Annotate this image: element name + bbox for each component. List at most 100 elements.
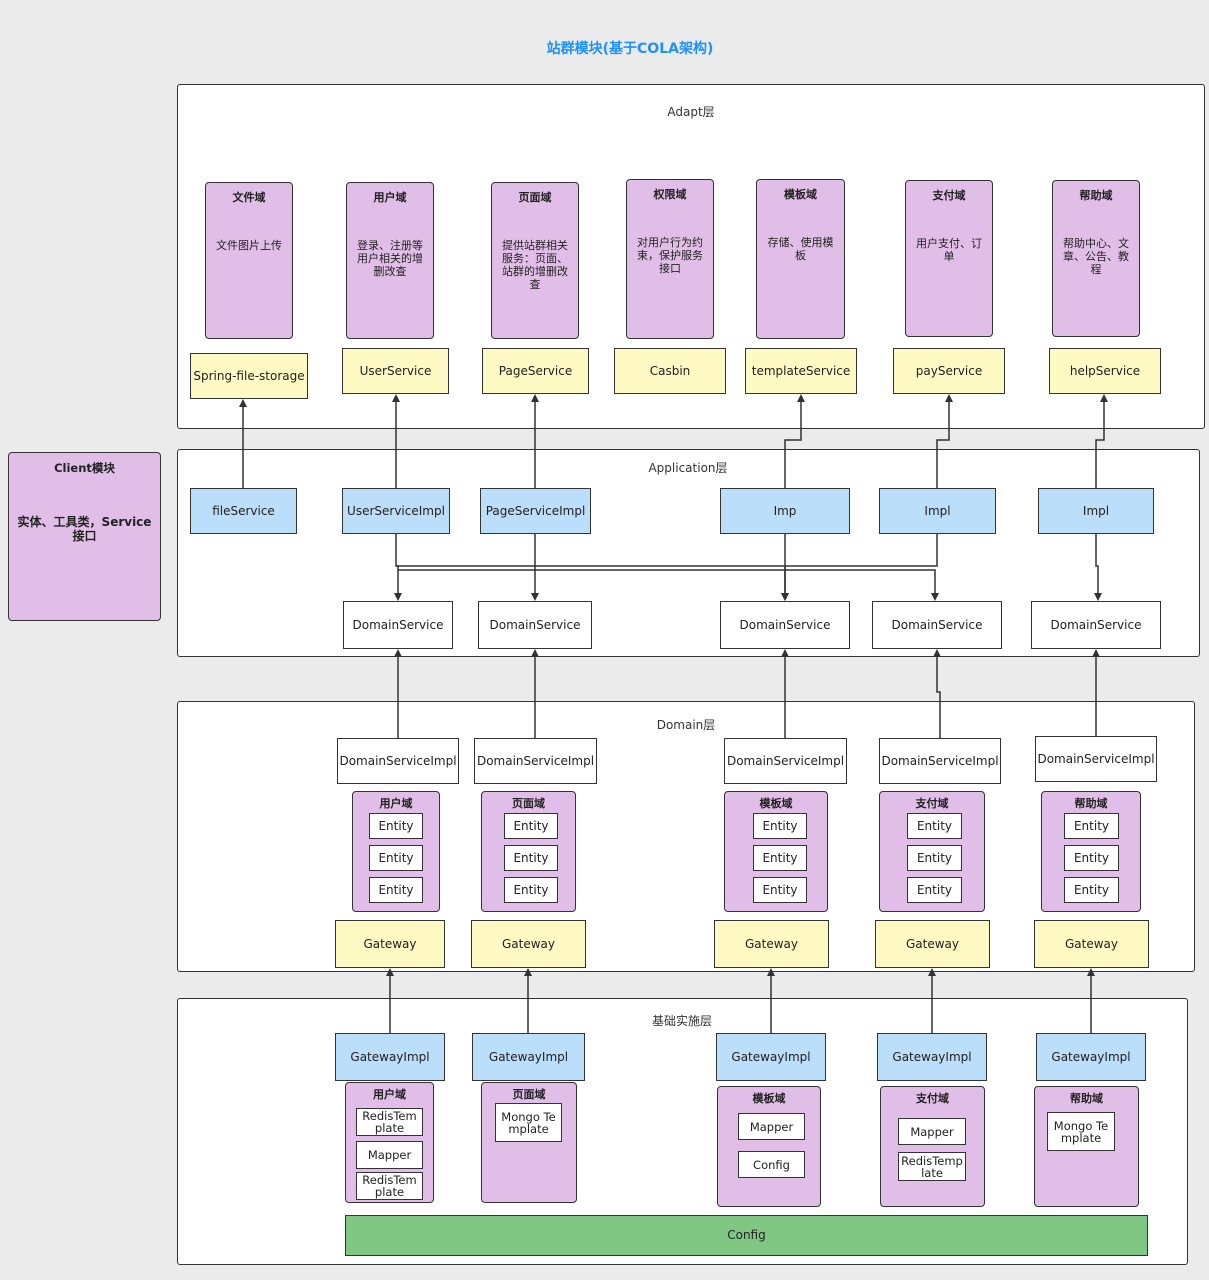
entity-box: Entity: [753, 845, 807, 871]
client-module-title: Client模块: [54, 461, 115, 475]
connector-line: [1094, 534, 1102, 601]
domain-group-title: 模板域: [759, 797, 793, 810]
gateway-impl-box: GatewayImpl: [472, 1033, 585, 1081]
connector-line: [398, 569, 939, 601]
adapt-domain-desc: 文件图片上传: [216, 239, 282, 252]
adapt-service-box: Spring-file-storage: [190, 353, 308, 399]
domain-service-impl-box: DomainServiceImpl: [337, 738, 459, 784]
gateway-box: Gateway: [471, 920, 586, 968]
connector-line: [1095, 394, 1108, 488]
gateway-box: Gateway: [875, 920, 990, 968]
infra-group: 支付域: [880, 1086, 985, 1207]
adapt-service-box: payService: [893, 348, 1005, 394]
gateway-impl-box: GatewayImpl: [716, 1033, 826, 1081]
entity-box: Entity: [1064, 877, 1119, 903]
entity-box: Entity: [1064, 845, 1119, 871]
adapt-service-box: PageService: [482, 348, 589, 394]
infra-item-box: Mongo Template: [495, 1103, 562, 1142]
app-impl-box: fileService: [190, 488, 297, 534]
entity-box: Entity: [504, 845, 558, 871]
entity-box: Entity: [504, 877, 558, 903]
gateway-box: Gateway: [714, 920, 829, 968]
adapt-domain-desc: 用户支付、订单: [916, 237, 982, 263]
connector-line: [785, 534, 938, 567]
domain-service-impl-box: DomainServiceImpl: [1035, 736, 1157, 782]
gateway-impl-box: GatewayImpl: [335, 1033, 445, 1081]
gateway-impl-box: GatewayImpl: [1036, 1033, 1146, 1081]
infra-item-box: RedisTemplate: [356, 1108, 423, 1136]
domain-service-box: DomainService: [343, 601, 453, 649]
adapt-domain-title: 帮助域: [1079, 189, 1113, 202]
adapt-domain-title: 模板域: [784, 188, 817, 201]
infra-item-box: RedisTemplate: [356, 1172, 423, 1200]
adapt-domain-title: 支付域: [932, 189, 966, 202]
domain-group-title: 用户域: [379, 797, 413, 810]
adapt-domain-desc: 对用户行为约束，保护服务接口: [637, 236, 703, 275]
entity-box: Entity: [907, 845, 962, 871]
infra-group: 模板域: [717, 1086, 821, 1207]
connector-line: [936, 394, 953, 488]
adapt-domain-title: 权限域: [653, 188, 687, 201]
app-impl-box: Impl: [879, 488, 996, 534]
domain-service-box: DomainService: [872, 601, 1002, 649]
infra-group-title: 支付域: [916, 1092, 949, 1105]
infra-group-title: 用户域: [373, 1088, 406, 1101]
infra-group-title: 帮助域: [1070, 1092, 1103, 1105]
entity-box: Entity: [369, 845, 423, 871]
adapt-service-box: UserService: [342, 348, 449, 394]
client-module-desc: 实体、工具类，Service接口: [17, 515, 152, 543]
config-bar: Config: [345, 1215, 1148, 1256]
infra-item-box: Mongo Template: [1047, 1112, 1115, 1151]
adapt-service-box: Casbin: [614, 348, 726, 394]
adapt-domain-card: 页面域提供站群相关服务：页面、站群的增删改查: [491, 182, 579, 339]
adapt-domain-title: 页面域: [518, 191, 552, 204]
domain-service-box: DomainService: [478, 601, 592, 649]
adapt-domain-card: 权限域对用户行为约束，保护服务接口: [626, 179, 714, 339]
infra-item-box: RedisTemplate: [898, 1152, 966, 1181]
entity-box: Entity: [753, 877, 807, 903]
adapt-domain-card: 文件域文件图片上传: [205, 182, 293, 339]
adapt-domain-title: 文件域: [232, 191, 266, 204]
entity-box: Entity: [907, 813, 962, 839]
entity-box: Entity: [369, 813, 423, 839]
infra-item-box: Mapper: [356, 1141, 423, 1169]
adapt-layer-label: Adapt层: [667, 105, 715, 119]
app-impl-box: PageServiceImpl: [480, 488, 591, 534]
adapt-domain-title: 用户域: [373, 191, 407, 204]
gateway-impl-box: GatewayImpl: [877, 1033, 987, 1081]
adapt-domain-desc: 登录、注册等用户相关的增删改查: [357, 239, 423, 278]
adapt-service-box: helpService: [1049, 348, 1161, 394]
domain-service-impl-box: DomainServiceImpl: [724, 738, 847, 784]
adapt-domain-card: 用户域登录、注册等用户相关的增删改查: [346, 182, 434, 339]
adapt-domain-desc: 存储、使用模板: [767, 236, 834, 262]
domain-service-impl-box: DomainServiceImpl: [474, 738, 597, 784]
client-module: Client模块 实体、工具类，Service接口: [8, 452, 161, 621]
infra-layer-label: 基础实施层: [651, 1014, 713, 1028]
gateway-box: Gateway: [335, 920, 445, 968]
adapt-domain-card: 帮助域帮助中心、文章、公告、教程: [1052, 180, 1140, 337]
domain-group-title: 帮助域: [1074, 797, 1108, 810]
application-layer-label: Application层: [648, 461, 728, 475]
adapt-domain-card: 支付域用户支付、订单: [905, 180, 993, 337]
domain-service-box: DomainService: [1031, 601, 1161, 649]
entity-box: Entity: [907, 877, 962, 903]
app-impl-box: UserServiceImpl: [342, 488, 450, 534]
infra-group-title: 模板域: [752, 1092, 786, 1105]
domain-group-title: 支付域: [915, 797, 949, 810]
diagram-title: 站群模块(基于COLA架构): [546, 41, 714, 57]
gateway-box: Gateway: [1034, 920, 1149, 968]
adapt-domain-card: 模板域存储、使用模板: [756, 179, 845, 339]
infra-group: 页面域: [481, 1082, 577, 1203]
app-impl-box: Impl: [1038, 488, 1154, 534]
domain-group-title: 页面域: [512, 797, 545, 810]
domain-service-impl-box: DomainServiceImpl: [879, 738, 1001, 784]
adapt-service-box: templateService: [745, 348, 857, 394]
entity-box: Entity: [504, 813, 558, 839]
connector-line: [784, 394, 805, 488]
adapt-domain-desc: 帮助中心、文章、公告、教程: [1063, 237, 1129, 276]
infra-item-box: Mapper: [738, 1113, 805, 1140]
domain-layer-label: Domain层: [656, 718, 716, 732]
entity-box: Entity: [369, 877, 423, 903]
connector-line: [933, 649, 941, 738]
